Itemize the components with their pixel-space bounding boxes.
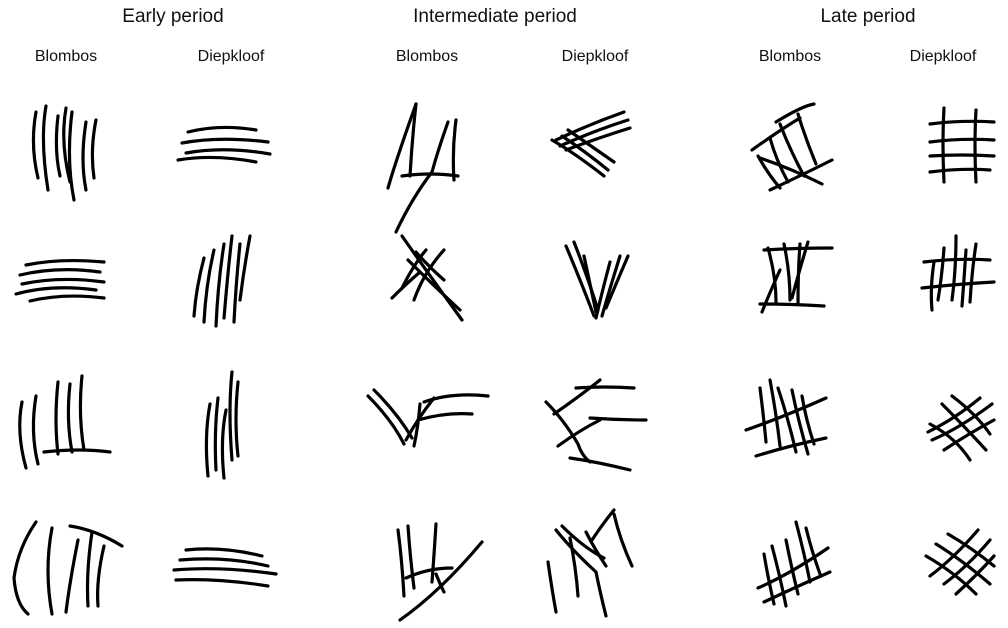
engraving-late-diepkloof-2: [922, 236, 994, 310]
engraving-early-blombos-4: [14, 522, 122, 614]
engraving-early-diepkloof-1: [178, 127, 270, 162]
engraving-early-diepkloof-4: [174, 549, 276, 586]
engraving-late-blombos-4: [758, 522, 830, 606]
engraving-intermediate-blombos-2: [392, 236, 462, 320]
engraving-late-blombos-2: [760, 242, 832, 312]
engraving-early-diepkloof-3: [206, 372, 238, 478]
engraving-late-diepkloof-3: [928, 396, 994, 460]
engraving-early-blombos-1: [33, 106, 96, 200]
engraving-intermediate-diepkloof-3: [546, 380, 646, 470]
engraving-intermediate-blombos-4: [398, 524, 482, 620]
engraving-late-blombos-3: [746, 380, 826, 456]
engraving-intermediate-blombos-3: [368, 390, 488, 446]
engraving-intermediate-diepkloof-2: [566, 242, 628, 318]
engraving-intermediate-blombos-1: [388, 104, 458, 232]
engraving-late-diepkloof-1: [930, 108, 994, 182]
engraving-late-blombos-1: [752, 104, 832, 190]
engraving-intermediate-diepkloof-1: [552, 112, 630, 176]
engraving-early-diepkloof-2: [194, 236, 250, 326]
engraving-late-diepkloof-4: [926, 530, 994, 594]
engraving-early-blombos-3: [20, 376, 110, 468]
engraving-intermediate-diepkloof-4: [548, 510, 632, 616]
engraving-early-blombos-2: [16, 261, 104, 301]
